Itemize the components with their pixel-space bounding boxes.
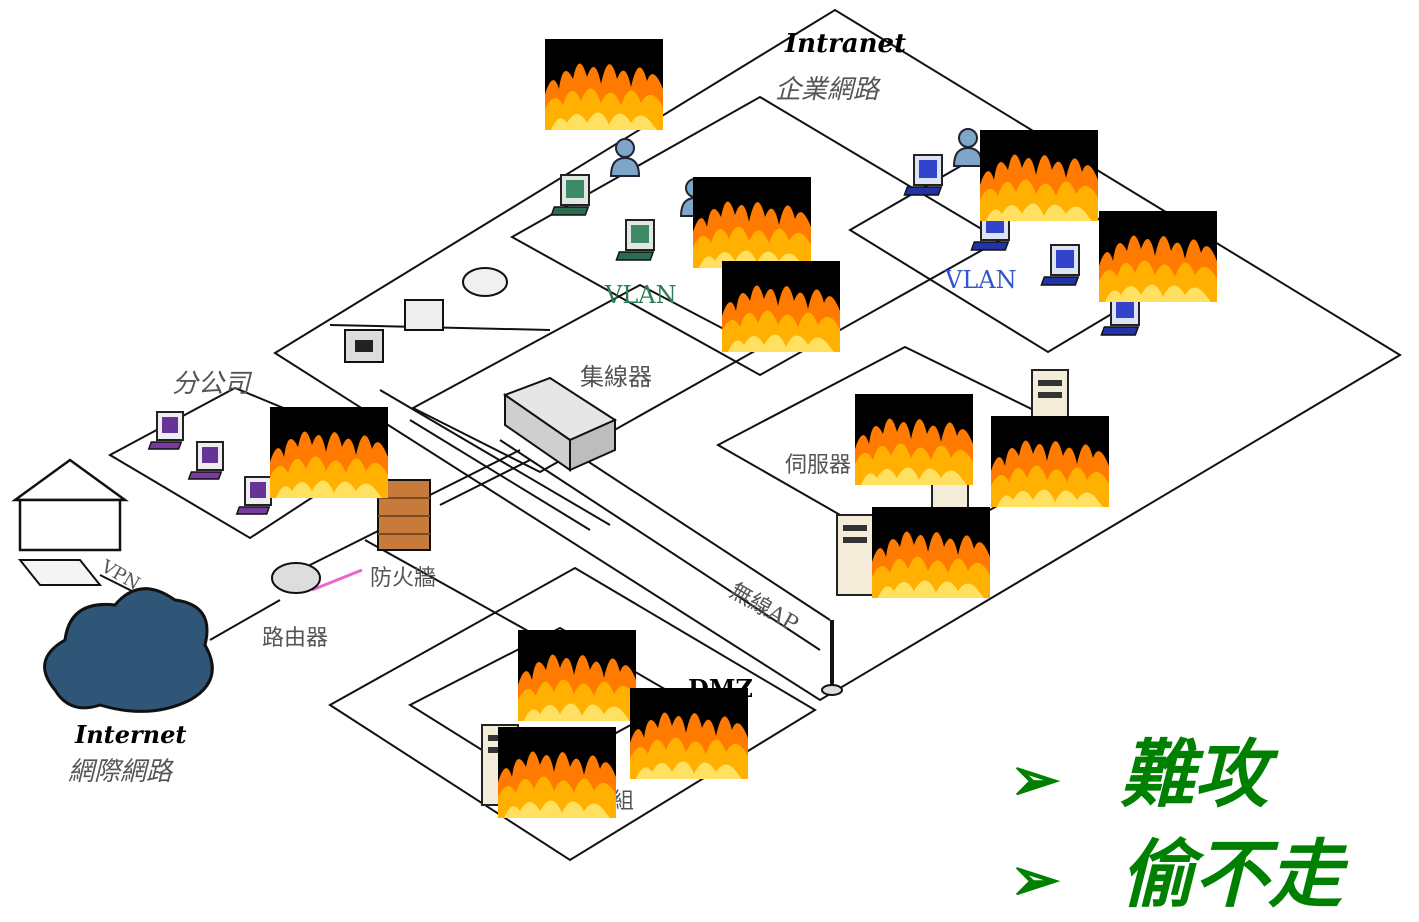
router-label: 路由器 bbox=[262, 626, 328, 651]
house-icon bbox=[11, 458, 129, 586]
fire-icon bbox=[980, 130, 1098, 221]
fire-icon bbox=[872, 507, 990, 598]
firewall-label: 防火牆 bbox=[370, 566, 436, 591]
wireless-ap-label: 無線AP bbox=[725, 579, 802, 638]
fire-icon bbox=[630, 688, 748, 779]
fire-icon bbox=[1099, 211, 1217, 302]
fire-icon bbox=[991, 416, 1109, 507]
dmz-zone bbox=[328, 566, 817, 862]
internet-label: Internet bbox=[74, 720, 186, 749]
fire-icon bbox=[545, 39, 663, 130]
vlan-left-label: VLAN bbox=[604, 281, 677, 309]
internet-zh-label: 網際網路 bbox=[68, 757, 174, 787]
group-label: 組 bbox=[612, 789, 634, 814]
fire-icon bbox=[270, 407, 388, 498]
hub-label: 集線器 bbox=[580, 363, 652, 391]
fire-icon bbox=[693, 177, 811, 268]
intranet-zh-label: 企業網路 bbox=[775, 75, 881, 105]
router-icon bbox=[271, 562, 321, 594]
fire-icon bbox=[498, 727, 616, 818]
vlan-right-label: VLAN bbox=[944, 266, 1017, 294]
antenna-icon bbox=[821, 620, 843, 696]
hub-icon bbox=[502, 376, 618, 472]
arrow-bullet-icon: ➢ bbox=[1010, 745, 1061, 815]
bullet-text: 偷不走 bbox=[1120, 832, 1343, 918]
server-label: 伺服器 bbox=[785, 453, 851, 478]
network-diagram: Intranet 企業網路 分公司 VLAN VLAN 集線器 伺服器 無線AP… bbox=[11, 8, 1402, 862]
bullet-item: ➢ 難攻 bbox=[1010, 715, 1268, 822]
arrow-bullet-icon: ➢ bbox=[1010, 845, 1061, 915]
fire-icon bbox=[518, 630, 636, 721]
intranet-label: Intranet bbox=[784, 29, 906, 59]
branch-label: 分公司 bbox=[172, 369, 253, 399]
cloud-icon bbox=[43, 587, 214, 713]
printer-icon bbox=[344, 267, 508, 363]
fire-icon bbox=[722, 261, 840, 352]
fire-icon bbox=[855, 394, 973, 485]
bullet-text: 難攻 bbox=[1120, 732, 1269, 818]
bullet-item: ➢ 偷不走 bbox=[1010, 815, 1342, 922]
